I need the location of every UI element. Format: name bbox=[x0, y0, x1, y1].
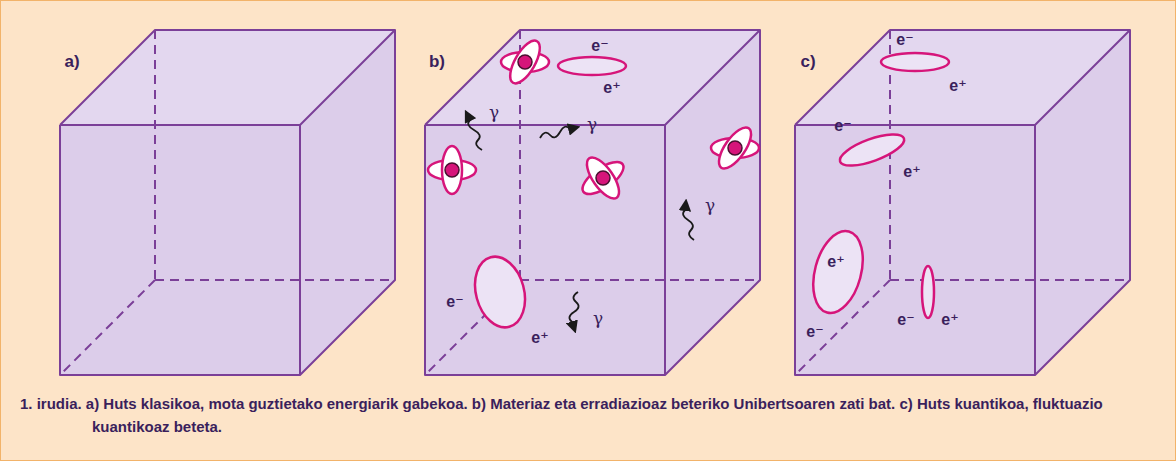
photon-arrow bbox=[540, 127, 578, 138]
cube-c bbox=[795, 30, 1130, 375]
particle-label: e⁻ bbox=[806, 323, 823, 341]
cube-b bbox=[425, 30, 760, 375]
particle-label: e⁻ bbox=[897, 311, 914, 329]
particle-label: e⁺ bbox=[603, 79, 620, 97]
particle-label: e⁺ bbox=[903, 163, 920, 181]
photon-arrow bbox=[466, 112, 482, 150]
photon-label: γ bbox=[587, 115, 597, 134]
pair-loop bbox=[805, 225, 871, 318]
panel-letter: a) bbox=[64, 53, 79, 72]
panel-letter: c) bbox=[800, 53, 815, 72]
particle-label: e⁻ bbox=[591, 37, 608, 55]
atom bbox=[711, 123, 759, 174]
particle-label: e⁻ bbox=[446, 293, 463, 311]
photon-label: γ bbox=[593, 309, 603, 328]
panel-letter: b) bbox=[429, 53, 445, 72]
pair-loop bbox=[881, 53, 949, 71]
pair-loop bbox=[468, 251, 533, 333]
atom bbox=[428, 146, 476, 194]
particle-label: e⁺ bbox=[827, 253, 844, 271]
cube-a bbox=[60, 30, 395, 375]
atom bbox=[578, 153, 629, 204]
pair-loop bbox=[558, 57, 626, 75]
figure-caption: 1. irudia. a) Huts klasikoa, mota guztie… bbox=[20, 392, 1176, 438]
particle-label: e⁺ bbox=[949, 77, 966, 95]
photon-label: γ bbox=[489, 103, 499, 122]
atom bbox=[501, 36, 549, 88]
particle-label: e⁺ bbox=[531, 329, 548, 347]
particle-label: e⁻ bbox=[896, 31, 913, 49]
photon-arrow bbox=[569, 292, 578, 331]
pair-loop bbox=[922, 266, 934, 318]
photon-arrow bbox=[683, 201, 694, 240]
particle-label: e⁻ bbox=[834, 117, 851, 135]
photon-label: γ bbox=[705, 196, 715, 215]
particle-label: e⁺ bbox=[941, 311, 958, 329]
pair-loop bbox=[836, 128, 907, 172]
